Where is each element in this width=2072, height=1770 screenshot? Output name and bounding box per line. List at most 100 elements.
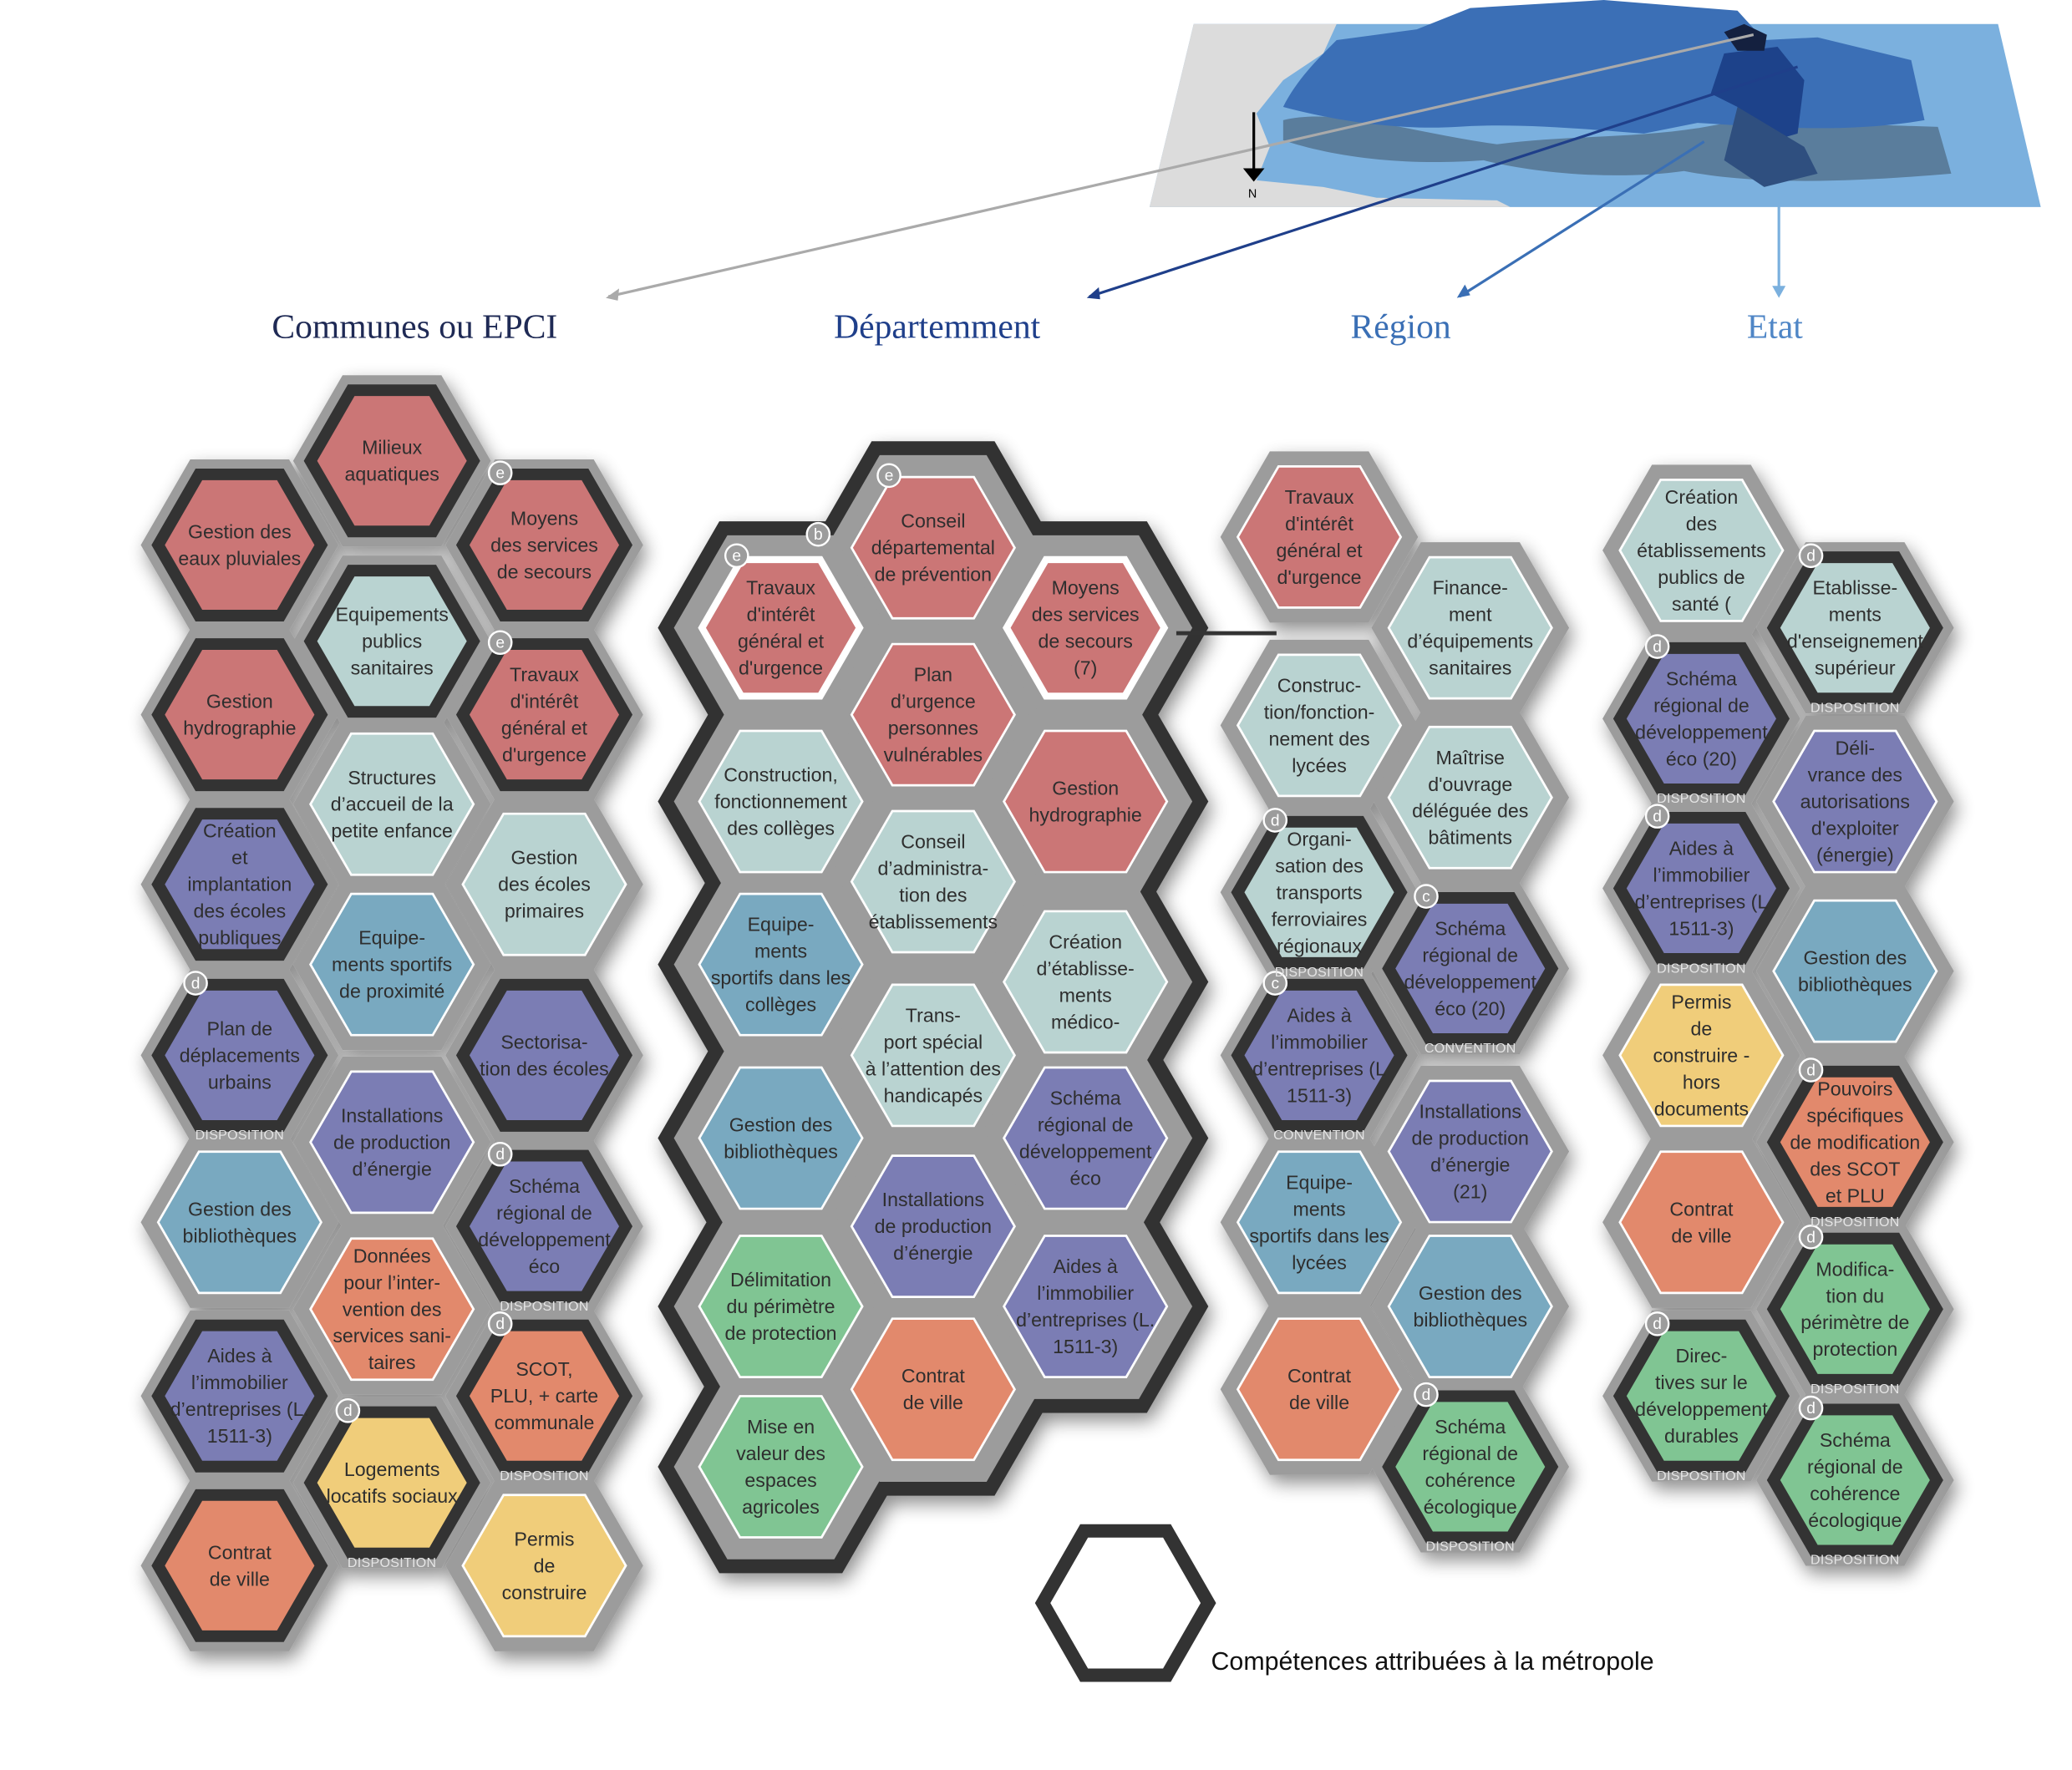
hex-fill <box>1395 1402 1546 1532</box>
badge-letter: e <box>885 468 894 485</box>
hex-fill <box>312 1073 473 1212</box>
badge-circle-icon <box>487 1141 513 1167</box>
badge-letter: e <box>732 548 741 565</box>
badge-circle-icon <box>1262 808 1288 833</box>
status-tag: DISPOSITION <box>1425 1540 1515 1554</box>
badge-circle-icon <box>876 463 901 489</box>
map-arrow-communes <box>607 33 1755 298</box>
badge-letter: c <box>1422 888 1430 905</box>
badge: d <box>335 1398 361 1423</box>
badge: b <box>805 521 831 547</box>
badge-circle-icon <box>487 630 513 656</box>
hex-fill <box>1775 901 1936 1041</box>
badge: d <box>1798 543 1824 569</box>
badge: d <box>1644 634 1670 659</box>
badge: d <box>487 1311 513 1336</box>
hex-fill <box>700 1068 861 1208</box>
north-arrow-icon: N <box>1242 112 1265 201</box>
hex-fill <box>1239 467 1399 607</box>
badge-letter: d <box>495 1146 505 1164</box>
legend: Compétences attribuées à la métropole <box>1034 1524 1654 1682</box>
hex-fill <box>165 1331 315 1461</box>
hex-fill <box>1626 653 1776 784</box>
hex-fill <box>1775 732 1936 871</box>
badge: d <box>1644 804 1670 829</box>
hex-fill <box>1239 1320 1399 1459</box>
hex-fill <box>700 1236 861 1377</box>
north-label: N <box>1248 188 1257 201</box>
hex-fill <box>700 895 861 1034</box>
hex-fill <box>1389 558 1551 697</box>
hex-fill <box>1780 1415 1930 1545</box>
status-tag: DISPOSITION <box>1810 701 1900 715</box>
hex-fill <box>852 645 1013 784</box>
hex-fill <box>1621 1153 1782 1292</box>
badge-circle-icon <box>1798 1057 1824 1083</box>
header-region: Région <box>1351 307 1451 346</box>
badge-letter: d <box>1653 638 1662 656</box>
badge-circle-icon <box>183 971 208 996</box>
status-tag: DISPOSITION <box>196 1128 285 1143</box>
map-illustration: N <box>606 0 2041 301</box>
arrow-head-communes <box>606 288 620 301</box>
hex-fill <box>1626 1331 1776 1461</box>
hex-fill <box>1395 903 1546 1034</box>
hex-fill <box>1005 1236 1166 1377</box>
hex-fill <box>1005 1068 1166 1208</box>
map-departement-east <box>1724 106 1818 187</box>
badge: e <box>724 543 749 569</box>
badge-letter: d <box>343 1402 353 1420</box>
hex-fill <box>469 1161 620 1291</box>
badge-circle-icon <box>1414 884 1439 909</box>
hex-fill <box>159 1153 320 1292</box>
hex-fill <box>1239 1153 1399 1292</box>
badge-letter: d <box>1806 1400 1816 1418</box>
